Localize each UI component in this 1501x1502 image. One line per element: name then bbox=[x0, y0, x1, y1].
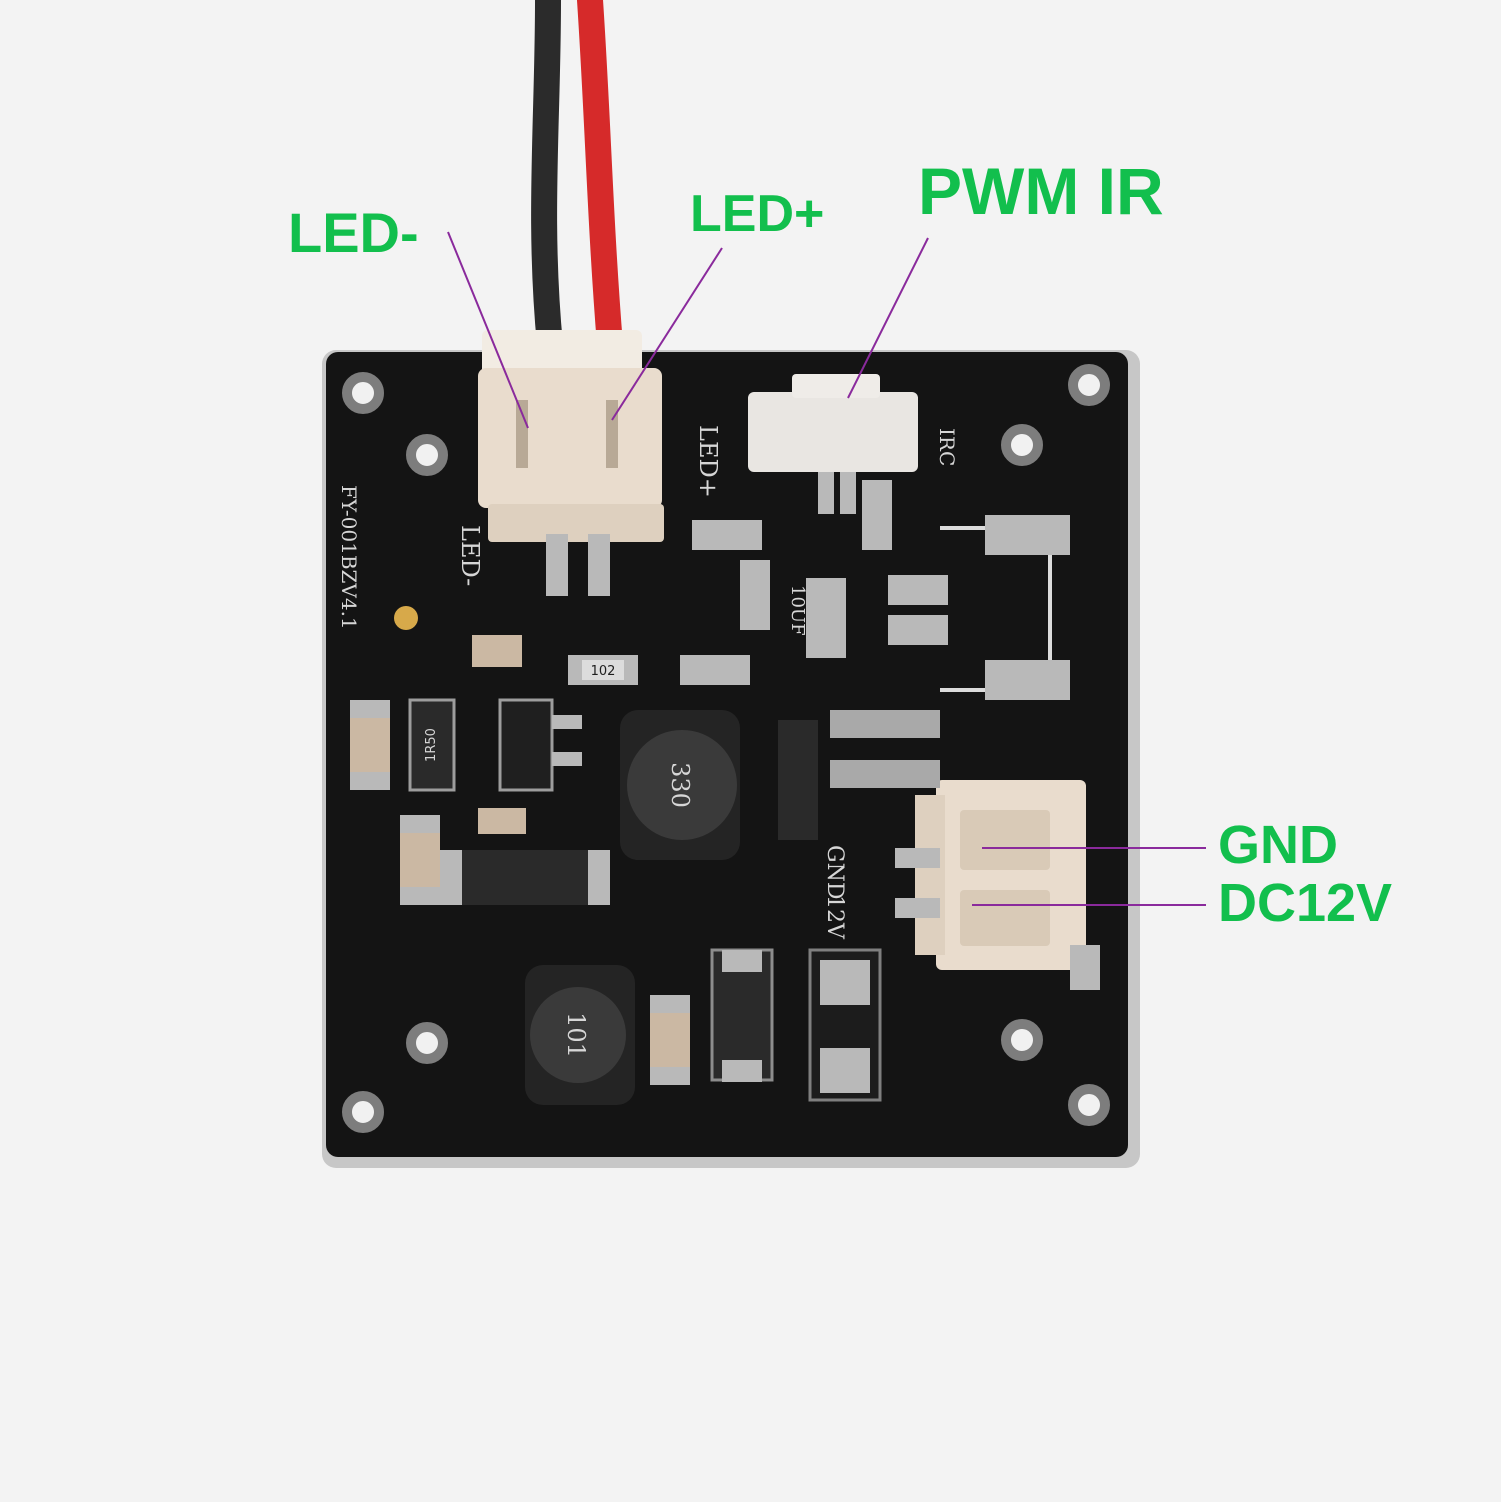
mounting-holes bbox=[342, 364, 1110, 1133]
callout-led-minus: LED- bbox=[288, 201, 419, 264]
inductor-330: 330 bbox=[620, 710, 740, 860]
test-pad bbox=[394, 606, 418, 630]
mounting-hole bbox=[342, 372, 384, 414]
mounting-hole bbox=[406, 434, 448, 476]
inductor-101: 101 bbox=[525, 965, 635, 1105]
silk-12v: 12V bbox=[822, 895, 847, 940]
mounting-hole bbox=[1001, 424, 1043, 466]
resistors: 1R50 102 bbox=[408, 520, 940, 792]
callout-pwm-ir: PWM IR bbox=[918, 154, 1164, 228]
silk-cap-value: 10UF bbox=[787, 585, 808, 636]
leader-lines bbox=[447, 231, 1206, 906]
mounting-hole bbox=[342, 1091, 384, 1133]
mounting-hole bbox=[406, 1022, 448, 1064]
mounting-hole bbox=[1068, 364, 1110, 406]
electrolytic-capacitor bbox=[888, 515, 1070, 700]
leader-line-pwm-ir bbox=[847, 237, 929, 399]
mounting-hole bbox=[1001, 1019, 1043, 1061]
wire-red bbox=[577, 0, 623, 358]
silk-led-minus: LED- bbox=[456, 525, 484, 586]
silk-board-id: FY-001BZV4.1 bbox=[337, 485, 361, 630]
callout-led-plus: LED+ bbox=[690, 185, 825, 243]
silk-irc: IRC bbox=[935, 428, 959, 466]
resistor-102-label: 102 bbox=[591, 664, 616, 679]
inductor-101-label: 101 bbox=[562, 1012, 590, 1058]
mounting-hole bbox=[1068, 1084, 1110, 1126]
leader-line-led-minus bbox=[447, 231, 529, 429]
pwm-ir-connector bbox=[748, 374, 918, 550]
callout-gnd: GND bbox=[1218, 815, 1338, 875]
inductor-330-label: 330 bbox=[666, 762, 694, 808]
wire-black bbox=[531, 0, 563, 358]
led-connector bbox=[478, 330, 664, 596]
silk-gnd: GND bbox=[822, 845, 847, 899]
capacitors bbox=[350, 578, 846, 1085]
silk-led-plus: LED+ bbox=[694, 425, 722, 498]
leader-line-led-plus bbox=[611, 247, 723, 421]
callout-dc12v: DC12V bbox=[1218, 873, 1393, 933]
resistor-1r50-label: 1R50 bbox=[424, 728, 439, 762]
ic-chips bbox=[440, 698, 882, 1102]
